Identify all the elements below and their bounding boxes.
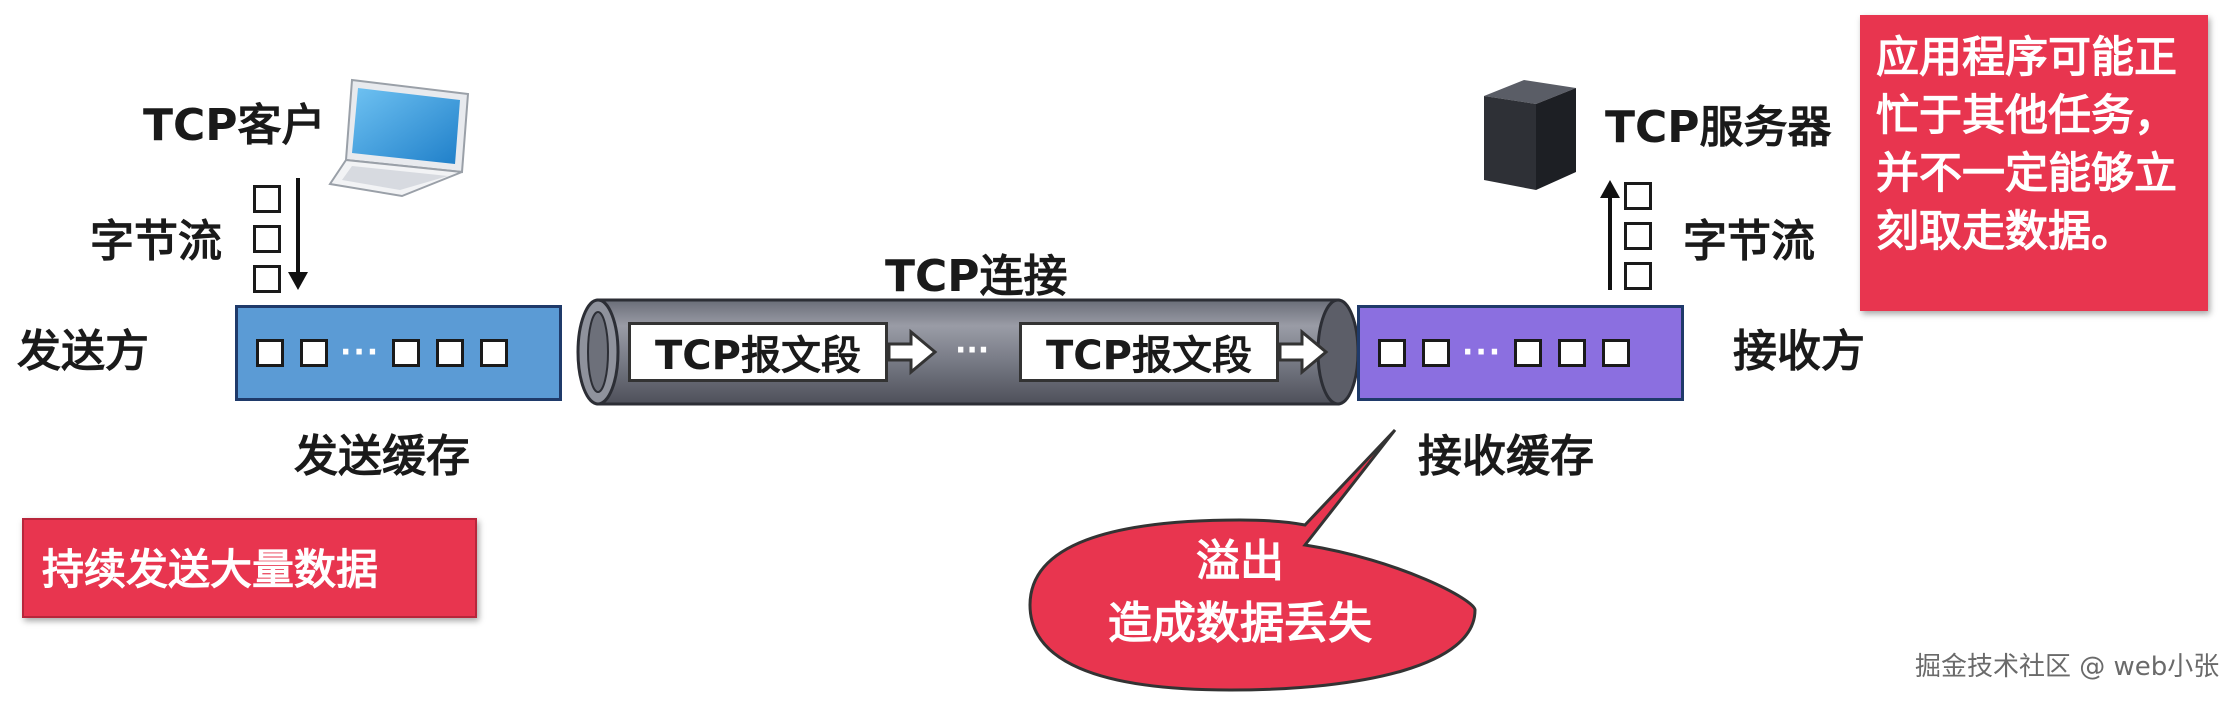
recv-buffer-label: 接收缓存 <box>1418 431 1594 482</box>
send-buffer-label: 发送缓存 <box>294 431 470 482</box>
byte-cell <box>256 339 284 367</box>
send-buffer: ··· <box>235 305 562 401</box>
continuous-send-note: 持续发送大量数据 <box>22 518 477 618</box>
byte-stream-right-label: 字节流 <box>1683 216 1815 267</box>
overflow-bubble <box>1028 428 1477 692</box>
segment-2-arrow <box>1278 328 1329 376</box>
buffer-ellipsis: ··· <box>340 335 381 370</box>
sender-label: 发送方 <box>17 326 149 377</box>
up-arrow-icon <box>1600 180 1620 290</box>
recv-buffer: ··· <box>1357 305 1684 401</box>
tcp-segment: TCP报文段 <box>1019 322 1279 382</box>
byte-cell <box>253 225 281 253</box>
byte-cell <box>480 339 509 367</box>
byte-cell <box>392 339 421 367</box>
byte-cell <box>253 265 281 293</box>
byte-cell <box>1624 262 1652 290</box>
byte-cell <box>253 185 281 213</box>
overflow-title: 溢出 <box>1196 536 1284 587</box>
byte-cell <box>436 339 465 367</box>
buffer-ellipsis: ··· <box>1462 335 1503 370</box>
byte-cell <box>1558 339 1587 367</box>
tcp-connection-label: TCP连接 <box>885 251 1068 302</box>
tcp-segment: TCP报文段 <box>628 322 888 382</box>
byte-cell <box>1514 339 1543 367</box>
segment-1-arrow <box>887 328 938 376</box>
tcp-client-label: TCP客户 <box>143 100 326 151</box>
pipe-ellipsis: ··· <box>955 333 990 368</box>
down-arrow-icon <box>288 178 308 290</box>
server-busy-note: 应用程序可能正忙于其他任务，并不一定能够立刻取走数据。 <box>1860 15 2208 311</box>
byte-cell <box>1378 339 1406 367</box>
byte-cell <box>300 339 328 367</box>
byte-stream-left-label: 字节流 <box>90 216 222 267</box>
overflow-text: 造成数据丢失 <box>1108 598 1372 649</box>
watermark: 掘金技术社区 @ web小张 <box>1915 652 2220 682</box>
byte-cell <box>1602 339 1631 367</box>
laptop-icon <box>328 78 470 198</box>
byte-cell <box>1422 339 1450 367</box>
server-icon <box>1484 80 1576 367</box>
tcp-server-label: TCP服务器 <box>1605 102 1832 153</box>
byte-cell <box>1624 222 1652 250</box>
byte-cell <box>1624 182 1652 210</box>
receiver-label: 接收方 <box>1733 326 1865 377</box>
